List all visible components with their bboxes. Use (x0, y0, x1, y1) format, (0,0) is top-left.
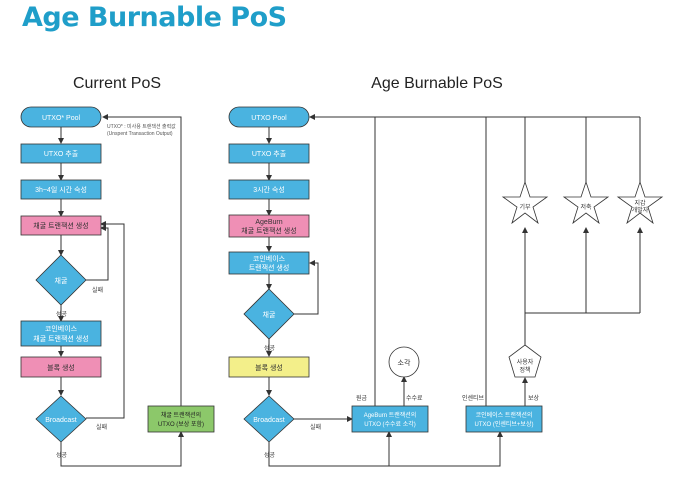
donation-label: 기부 (519, 203, 531, 211)
left-coinbase-line1: 코인베이스 (45, 324, 78, 333)
left-utxo-pool (20, 106, 102, 128)
burn-label: 소각 (398, 359, 411, 367)
savings-star-icon (562, 180, 610, 225)
left-block-label: 블록 생성 (47, 363, 75, 372)
user-policy-line1: 사용자 (517, 358, 534, 366)
left-heading: Current PoS (73, 75, 161, 92)
right-coinbase-tx-box (228, 251, 310, 275)
wallet-dev-star-icon (616, 180, 664, 225)
page-title: Age Burnable PoS (22, 2, 287, 33)
wallet-dev-line2: 개발자 (632, 206, 649, 214)
right-broadcast-diamond (243, 395, 295, 443)
ageburn-utxo-line1: AgeBurn 트랜잭션의 (364, 411, 417, 419)
right-ageburn-tx-box (228, 214, 310, 238)
right-success1-label: 성공 (264, 344, 276, 352)
left-broadcast-label: Broadcast (45, 417, 77, 424)
right-mine-label: 채굴 (263, 310, 276, 319)
left-reward-utxo-box (147, 405, 215, 433)
left-broadcast-diamond (35, 395, 87, 443)
right-heading: Age Burnable PoS (371, 75, 503, 92)
left-reward-line1: 채굴 트랜잭션의 (161, 411, 201, 419)
right-broadcast-label: Broadcast (253, 417, 285, 424)
left-success1-label: 성공 (56, 310, 68, 318)
left-coinbase-box (20, 320, 102, 347)
coinbase-utxo-box (465, 405, 543, 433)
ageburn-utxo-box (351, 405, 429, 433)
left-extract-label: UTXO 추출 (44, 149, 79, 158)
reward-label: 보상 (528, 394, 540, 402)
user-policy-line2: 정책 (519, 366, 530, 374)
principal-label: 원금 (356, 394, 368, 402)
wallet-dev-line1: 지갑 (634, 199, 646, 207)
left-note-line2: (Unspent Transaction Output) (107, 131, 173, 137)
left-mine-label: 채굴 (55, 276, 68, 285)
left-fail2-label: 실패 (96, 423, 107, 431)
left-extract-box (20, 143, 102, 164)
right-coinbase-line1: 코인베이스 (253, 254, 286, 263)
right-mature-box (228, 179, 310, 200)
left-fail1-label: 실패 (92, 286, 103, 294)
user-policy-pentagon (508, 344, 542, 378)
right-extract-label: UTXO 추출 (252, 149, 287, 158)
right-block-box (228, 356, 310, 378)
right-ageburn-line1: AgeBurn (255, 219, 282, 226)
left-mining-tx-box (20, 215, 102, 236)
donation-star-icon (501, 180, 549, 225)
left-mature-box (20, 179, 102, 200)
right-mine-diamond (243, 288, 295, 340)
savings-label: 저축 (580, 203, 592, 211)
coinbase-utxo-line2: UTXO (인센티브+보상) (475, 420, 534, 428)
left-mining-tx-label: 채굴 트랜잭션 생성 (33, 221, 88, 230)
left-reward-line2: UTXO (보상 포함) (158, 420, 204, 428)
coinbase-utxo-line1: 코인베이스 트랜잭션의 (476, 411, 533, 419)
right-utxo-pool (228, 106, 310, 128)
left-mature-label: 3h~4일 시간 숙성 (35, 185, 87, 194)
left-mine-diamond (35, 254, 87, 306)
right-success2-label: 성공 (264, 451, 276, 459)
left-note-line1: UTXO* : 미사용 트랜잭션 출력값 (107, 123, 176, 130)
left-coinbase-line2: 채굴 트랜잭션 생성 (33, 334, 88, 343)
left-block-box (20, 356, 102, 378)
burn-circle (388, 346, 420, 378)
right-utxo-pool-label: UTXO Pool (251, 115, 287, 122)
ageburn-utxo-line2: UTXO (수수료 소각) (364, 421, 416, 428)
right-extract-box (228, 143, 310, 164)
fee-label: 수수료 (406, 395, 423, 402)
right-block-label: 블록 생성 (255, 363, 283, 372)
incentive-label: 인센티브 (462, 394, 485, 402)
right-coinbase-line2: 트랜잭션 생성 (249, 263, 290, 272)
right-ageburn-line2: 채굴 트랜잭션 생성 (241, 226, 296, 235)
right-mature-label: 3시간 숙성 (253, 185, 285, 194)
left-utxo-pool-label: UTXO* Pool (42, 115, 81, 122)
left-success2-label: 성공 (56, 451, 68, 459)
right-fail-label: 실패 (310, 423, 321, 431)
